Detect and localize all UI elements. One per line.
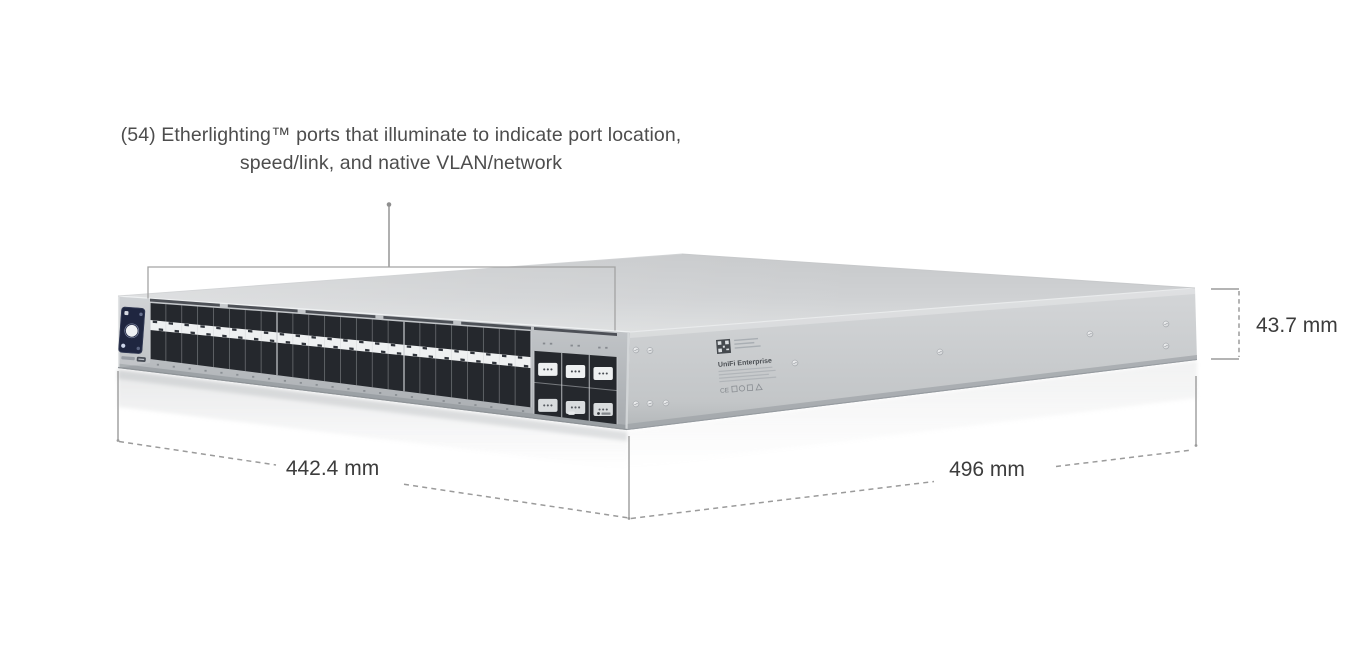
annotations	[116, 202, 1240, 520]
floor-reflection	[118, 361, 1197, 469]
callout-line-2: speed/link, and native VLAN/network	[239, 152, 563, 174]
screw-icon	[1162, 320, 1170, 328]
certification-marks: CE	[720, 383, 763, 395]
height-dimension-label: 43.7 mm	[1256, 314, 1338, 337]
etherlighting-ports	[149, 298, 618, 425]
touchscreen-display	[118, 306, 146, 354]
screw-icon	[632, 346, 640, 354]
regulatory-label: UniFi Enterprise CE	[716, 337, 777, 395]
ce-mark: CE	[720, 387, 730, 395]
screw-icon	[1086, 330, 1094, 338]
qr-code-icon	[716, 338, 732, 354]
callout-pointer-dot	[386, 202, 392, 207]
brand-text: UniFi Enterprise	[718, 358, 773, 369]
side-face	[627, 288, 1197, 430]
etherlighting-callout: (54) Etherlighting™ ports that illuminat…	[55, 121, 747, 177]
screw-icon	[646, 400, 654, 407]
screw-icon	[662, 399, 670, 407]
front-lip-details	[568, 411, 611, 415]
depth-dimension-label: 496 mm	[949, 458, 1025, 481]
width-dimension-label: 442.4 mm	[285, 457, 380, 480]
dimension-height-bracket	[1211, 288, 1240, 360]
display-corner-square-icon	[124, 311, 129, 316]
screw-icon	[646, 347, 654, 354]
front-model-badge	[121, 356, 146, 362]
screw-icon	[1162, 342, 1170, 350]
display-led-icon	[139, 312, 143, 317]
display-led-icon	[136, 346, 140, 351]
side-screws	[632, 320, 1170, 408]
ports-callout-bracket	[147, 266, 616, 331]
reset-led-icon	[597, 412, 600, 415]
screw-icon	[936, 348, 944, 356]
dimension-width-lines	[116, 371, 631, 520]
display-led-icon	[121, 343, 126, 348]
dimension-depth-lines	[630, 376, 1198, 520]
callout-line-1: (54) Etherlighting™ ports that illuminat…	[120, 124, 682, 146]
display-center-dot-icon	[125, 324, 138, 337]
screw-icon	[791, 359, 799, 367]
display-center-ring-icon	[124, 323, 140, 339]
screw-icon	[632, 400, 640, 408]
